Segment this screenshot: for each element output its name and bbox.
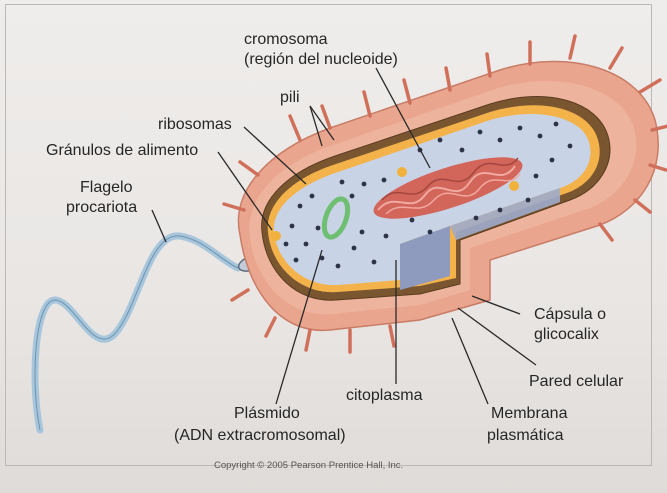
label-capsule: Cápsula o: [534, 305, 606, 324]
label-cell-wall: Pared celular: [529, 372, 623, 391]
label-chromosome: cromosoma: [244, 30, 328, 49]
label-pili: pili: [280, 88, 300, 107]
label-flagellum: Flagelo: [80, 178, 132, 197]
label-nucleoid-region: (región del nucleoide): [244, 50, 398, 69]
label-glycocalyx: glicocalix: [534, 325, 599, 344]
label-prokaryote: procariota: [66, 198, 137, 217]
label-cytoplasm: citoplasma: [346, 386, 422, 405]
label-membrane: Membrana: [491, 404, 567, 423]
label-extrachromosomal-dna: (ADN extracromosomal): [174, 426, 346, 445]
label-plasma: plasmática: [487, 426, 563, 445]
label-ribosomes: ribosomas: [158, 115, 232, 134]
label-food-granules: Gránulos de alimento: [46, 141, 198, 160]
copyright-notice: Copyright © 2005 Pearson Prentice Hall, …: [214, 460, 403, 471]
flagellum: [35, 236, 238, 430]
label-plasmid: Plásmido: [234, 404, 300, 423]
